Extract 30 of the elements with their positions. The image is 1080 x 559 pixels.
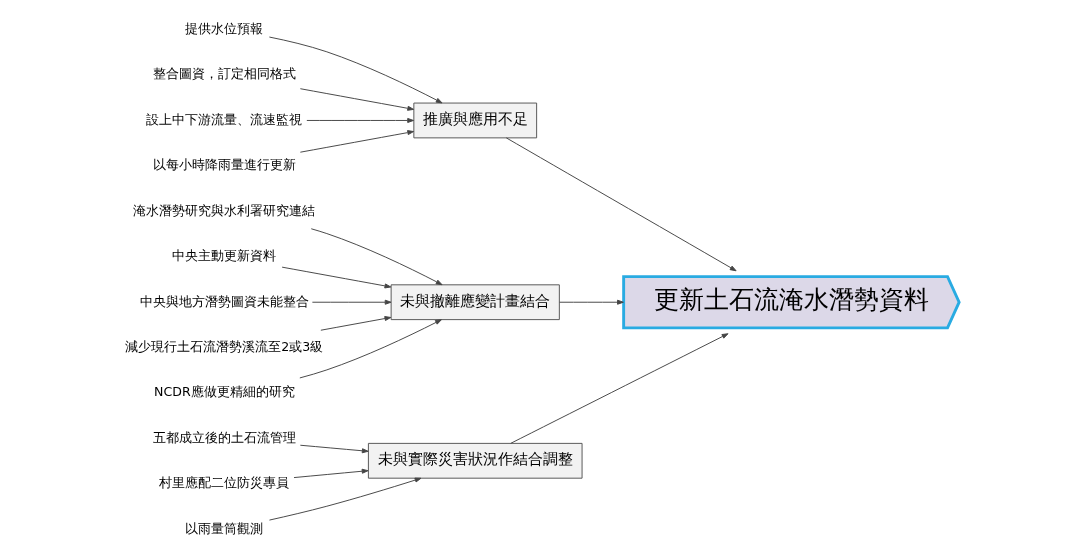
arrow	[305, 117, 414, 123]
node-box: 未與撤離應變計畫結合	[390, 284, 560, 321]
node-text: 村里應配二位防災專員	[158, 475, 289, 491]
arrow	[505, 137, 737, 272]
arrow	[268, 477, 421, 521]
node-text: 五都成立後的土石流管理	[152, 429, 296, 445]
node-text: 整合圖資，訂定相同格式	[152, 66, 296, 82]
arrow	[299, 88, 414, 111]
arrow	[268, 36, 443, 104]
node-text: 以雨量筒觀測	[184, 520, 263, 536]
arrow	[298, 319, 442, 379]
node-text: 提供水位預報	[184, 20, 263, 36]
node-text: 以每小時降雨量進行更新	[152, 157, 296, 173]
node-text: 淹水潛勢研究與水利署研究連結	[132, 202, 315, 218]
node-text: 減少現行土石流潛勢溪流至2或3級	[124, 338, 323, 354]
arrow	[281, 266, 391, 289]
arrow	[310, 228, 443, 286]
node-box: 未與實際災害狀況作結合調整	[367, 442, 583, 479]
arrow	[293, 468, 368, 479]
node-text: 中央主動更新資料	[171, 248, 276, 264]
arrow	[558, 299, 624, 305]
arrow	[311, 299, 391, 305]
node-text: NCDR應做更精細的研究	[153, 384, 295, 400]
arrow	[319, 316, 391, 331]
arrow	[509, 333, 728, 444]
node-text: 中央與地方潛勢圖資未能整合	[139, 293, 309, 309]
node-text: 設上中下游流量、流速監視	[145, 111, 302, 127]
arrow	[299, 444, 369, 454]
node-box: 推廣與應用不足	[412, 102, 537, 139]
arrow	[299, 130, 414, 153]
